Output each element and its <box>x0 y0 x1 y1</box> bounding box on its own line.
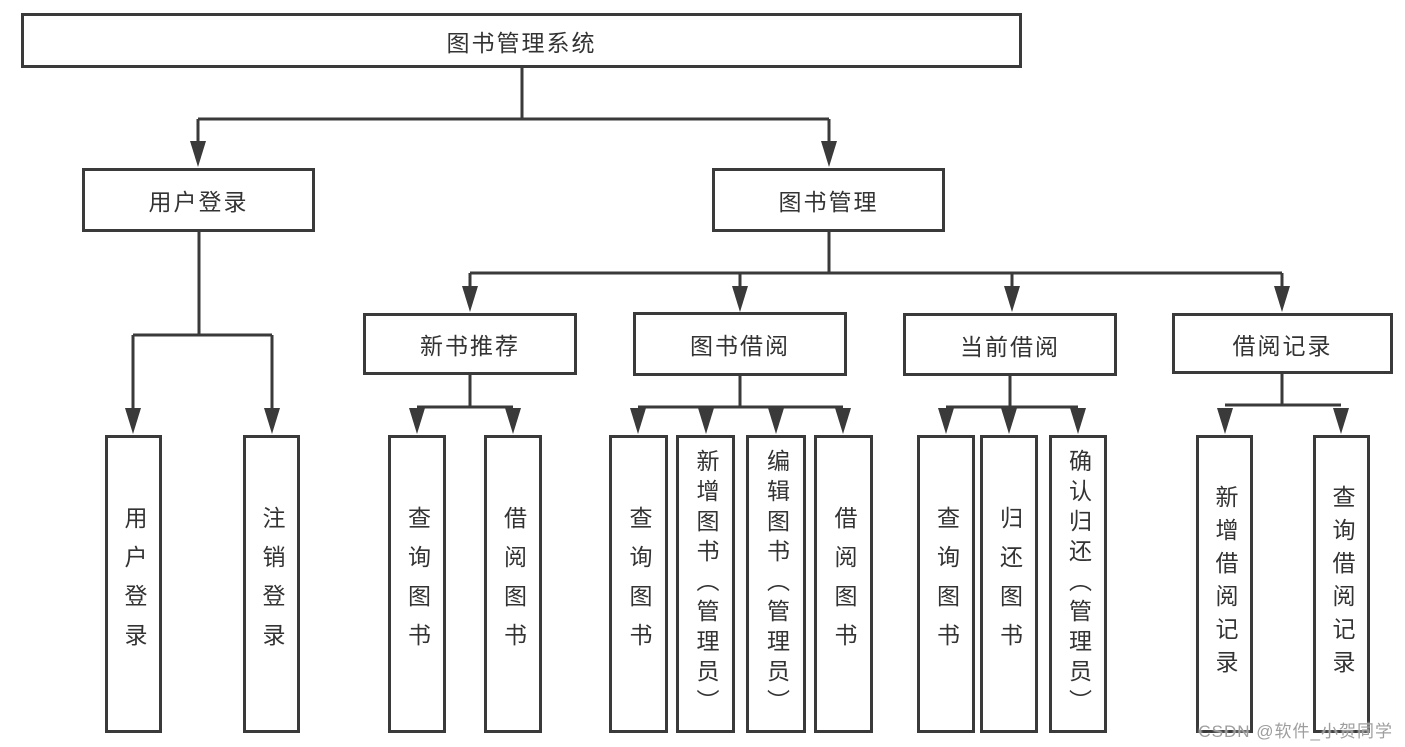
leaf-return-books: 归还图书 <box>980 435 1038 733</box>
leaf-label: 查询借阅记录 <box>1329 485 1355 683</box>
leaf-query-books-1: 查询图书 <box>388 435 446 733</box>
csdn-watermark: CSDN @软件_小贺同学 <box>1198 722 1393 741</box>
node-label: 用户登录 <box>148 189 249 215</box>
node-book-borrowing: 图书借阅 <box>633 312 847 376</box>
leaf-label: 注销登录 <box>259 506 285 662</box>
leaf-label: 新增借阅记录 <box>1212 485 1238 683</box>
leaf-label: 归还图书 <box>996 506 1023 662</box>
leaf-label: 借阅图书 <box>831 506 857 662</box>
leaf-borrow-books-1: 借阅图书 <box>484 435 542 733</box>
leaf-label: 查询图书 <box>404 506 431 662</box>
leaf-query-books-2: 查询图书 <box>609 435 668 733</box>
leaf-query-books-3: 查询图书 <box>917 435 975 733</box>
node-current-borrowing: 当前借阅 <box>903 313 1117 376</box>
leaf-label: 用户登录 <box>121 506 147 662</box>
leaf-edit-books-admin: 编辑图书（管理员） <box>746 435 806 733</box>
leaf-borrow-books-2: 借阅图书 <box>814 435 873 733</box>
node-library-management-system: 图书管理系统 <box>21 13 1022 68</box>
node-book-management: 图书管理 <box>712 168 945 232</box>
leaf-label: 编辑图书（管理员） <box>763 449 790 719</box>
node-label: 当前借阅 <box>960 333 1060 360</box>
node-user-login: 用户登录 <box>82 168 315 232</box>
leaf-add-borrow-record: 新增借阅记录 <box>1196 435 1253 733</box>
node-borrowing-records: 借阅记录 <box>1172 313 1393 374</box>
node-new-book-recommend: 新书推荐 <box>363 313 577 375</box>
leaf-user-login: 用户登录 <box>105 435 162 733</box>
leaf-label: 新增图书（管理员） <box>693 449 719 719</box>
leaf-label: 查询图书 <box>626 506 652 662</box>
leaf-label: 确认归还（管理员） <box>1065 449 1092 719</box>
leaf-label: 借阅图书 <box>500 506 527 662</box>
node-label: 图书借阅 <box>690 333 790 359</box>
leaf-query-borrow-record: 查询借阅记录 <box>1313 435 1370 733</box>
arrowheads <box>125 141 1349 434</box>
leaf-add-books-admin: 新增图书（管理员） <box>676 435 735 733</box>
leaf-label: 查询图书 <box>933 506 960 662</box>
node-label: 借阅记录 <box>1232 332 1333 359</box>
node-label: 图书管理 <box>778 189 879 215</box>
leaf-logout: 注销登录 <box>243 435 300 733</box>
node-label: 新书推荐 <box>420 333 520 359</box>
leaf-confirm-return-admin: 确认归还（管理员） <box>1049 435 1107 733</box>
node-label: 图书管理系统 <box>446 29 597 56</box>
